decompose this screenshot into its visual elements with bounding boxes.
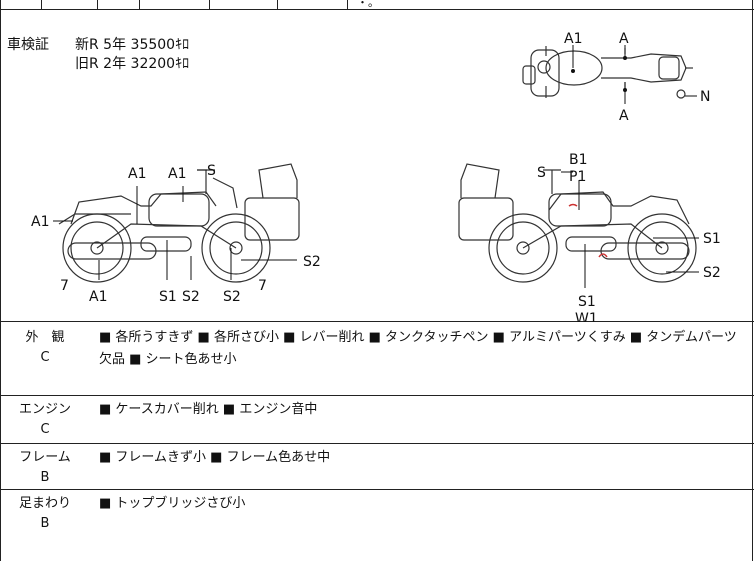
left-label-s1: S1: [159, 289, 177, 305]
left-label-s2-right: S2: [303, 254, 321, 270]
header-cell: [277, 0, 348, 10]
left-label-a1-fender: A1: [31, 214, 49, 230]
scratch-mark: [598, 253, 608, 258]
condition-row-exterior: 外 観 C ■ 各所うすきず ■ 各所さび小 ■ レバー削れ ■ タンクタッチペ…: [1, 322, 754, 396]
condition-grade: B: [40, 516, 50, 531]
left-label-a1-bottom: A1: [89, 289, 107, 305]
left-label-7-front: 7: [60, 278, 69, 294]
condition-notes: ■ 各所うすきず ■ 各所さび小 ■ レバー削れ ■ タンクタッチペン ■ アル…: [99, 330, 737, 367]
right-label-w1: W1: [575, 311, 598, 322]
condition-name: 足まわり B: [1, 494, 89, 534]
condition-notes: ■ フレームきず小 ■ フレーム色あせ中: [99, 450, 331, 465]
top-label-a-lower: A: [619, 108, 629, 124]
top-label-a1: A1: [564, 31, 582, 47]
condition-grade: C: [40, 422, 50, 437]
left-label-7-rear: 7: [258, 278, 267, 294]
condition-row-suspension: 足まわり B ■ トップブリッジさび小: [1, 490, 754, 561]
right-label-p1: P1: [569, 169, 586, 185]
right-label-s1: S1: [703, 231, 721, 247]
condition-name: エンジン C: [1, 400, 89, 440]
top-marker-dot: [571, 69, 575, 73]
right-side-motorcycle: [458, 163, 697, 283]
condition-name-text: 足まわり: [18, 496, 71, 511]
condition-grade: B: [40, 470, 50, 485]
top-label-a-upper: A: [619, 31, 629, 47]
condition-name-text: フレーム: [19, 450, 71, 465]
condition-notes: ■ トップブリッジさび小: [99, 496, 246, 511]
header-partial-text: ・。: [357, 0, 379, 9]
condition-name-text: 外 観: [25, 330, 65, 345]
top-marker-dot: [623, 88, 627, 92]
top-view-motorcycle: [522, 46, 693, 99]
right-label-b1: B1: [569, 152, 588, 168]
header-cell: [209, 0, 278, 10]
condition-row-engine: エンジン C ■ ケースカバー削れ ■ エンジン音中: [1, 396, 754, 444]
header-cell: [1, 0, 42, 10]
header-cell: [97, 0, 140, 10]
header-cell: [139, 0, 210, 10]
left-label-a1-top: A1: [128, 166, 146, 182]
left-label-s2-rear: S2: [223, 289, 241, 305]
top-marker-dot: [623, 56, 627, 60]
scratch-mark: [568, 203, 578, 207]
left-label-a1-tank: A1: [168, 166, 186, 182]
left-side-markers: [53, 169, 297, 280]
right-side-markers: [561, 171, 699, 288]
inspection-row-new: 新R 5年 35500ｷﾛ: [75, 37, 190, 53]
motorcycle-diagrams: A1 A A N: [31, 31, 721, 322]
left-label-s: S: [207, 163, 216, 179]
right-label-s2: S2: [703, 265, 721, 281]
top-view-markers: [572, 45, 697, 104]
inspection-label: 車検証: [7, 37, 49, 53]
top-label-n: N: [700, 89, 710, 105]
right-label-s: S: [537, 165, 546, 181]
right-label-s1-bottom: S1: [578, 294, 596, 310]
condition-row-frame: フレーム B ■ フレームきず小 ■ フレーム色あせ中: [1, 444, 754, 490]
header-cell: [41, 0, 98, 10]
condition-name: フレーム B: [1, 448, 89, 488]
condition-name-text: エンジン: [18, 402, 71, 417]
condition-name: 外 観 C: [1, 328, 89, 368]
damage-diagram: 車検証 新R 5年 35500ｷﾛ 旧R 2年 32200ｷﾛ: [1, 10, 754, 322]
left-label-s2-center: S2: [182, 289, 200, 305]
condition-grade: C: [40, 350, 50, 365]
condition-notes: ■ ケースカバー削れ ■ エンジン音中: [99, 402, 318, 417]
header-strip: ・。: [1, 0, 754, 10]
inspection-row-old: 旧R 2年 32200ｷﾛ: [75, 56, 190, 72]
left-side-motorcycle: [58, 163, 300, 283]
